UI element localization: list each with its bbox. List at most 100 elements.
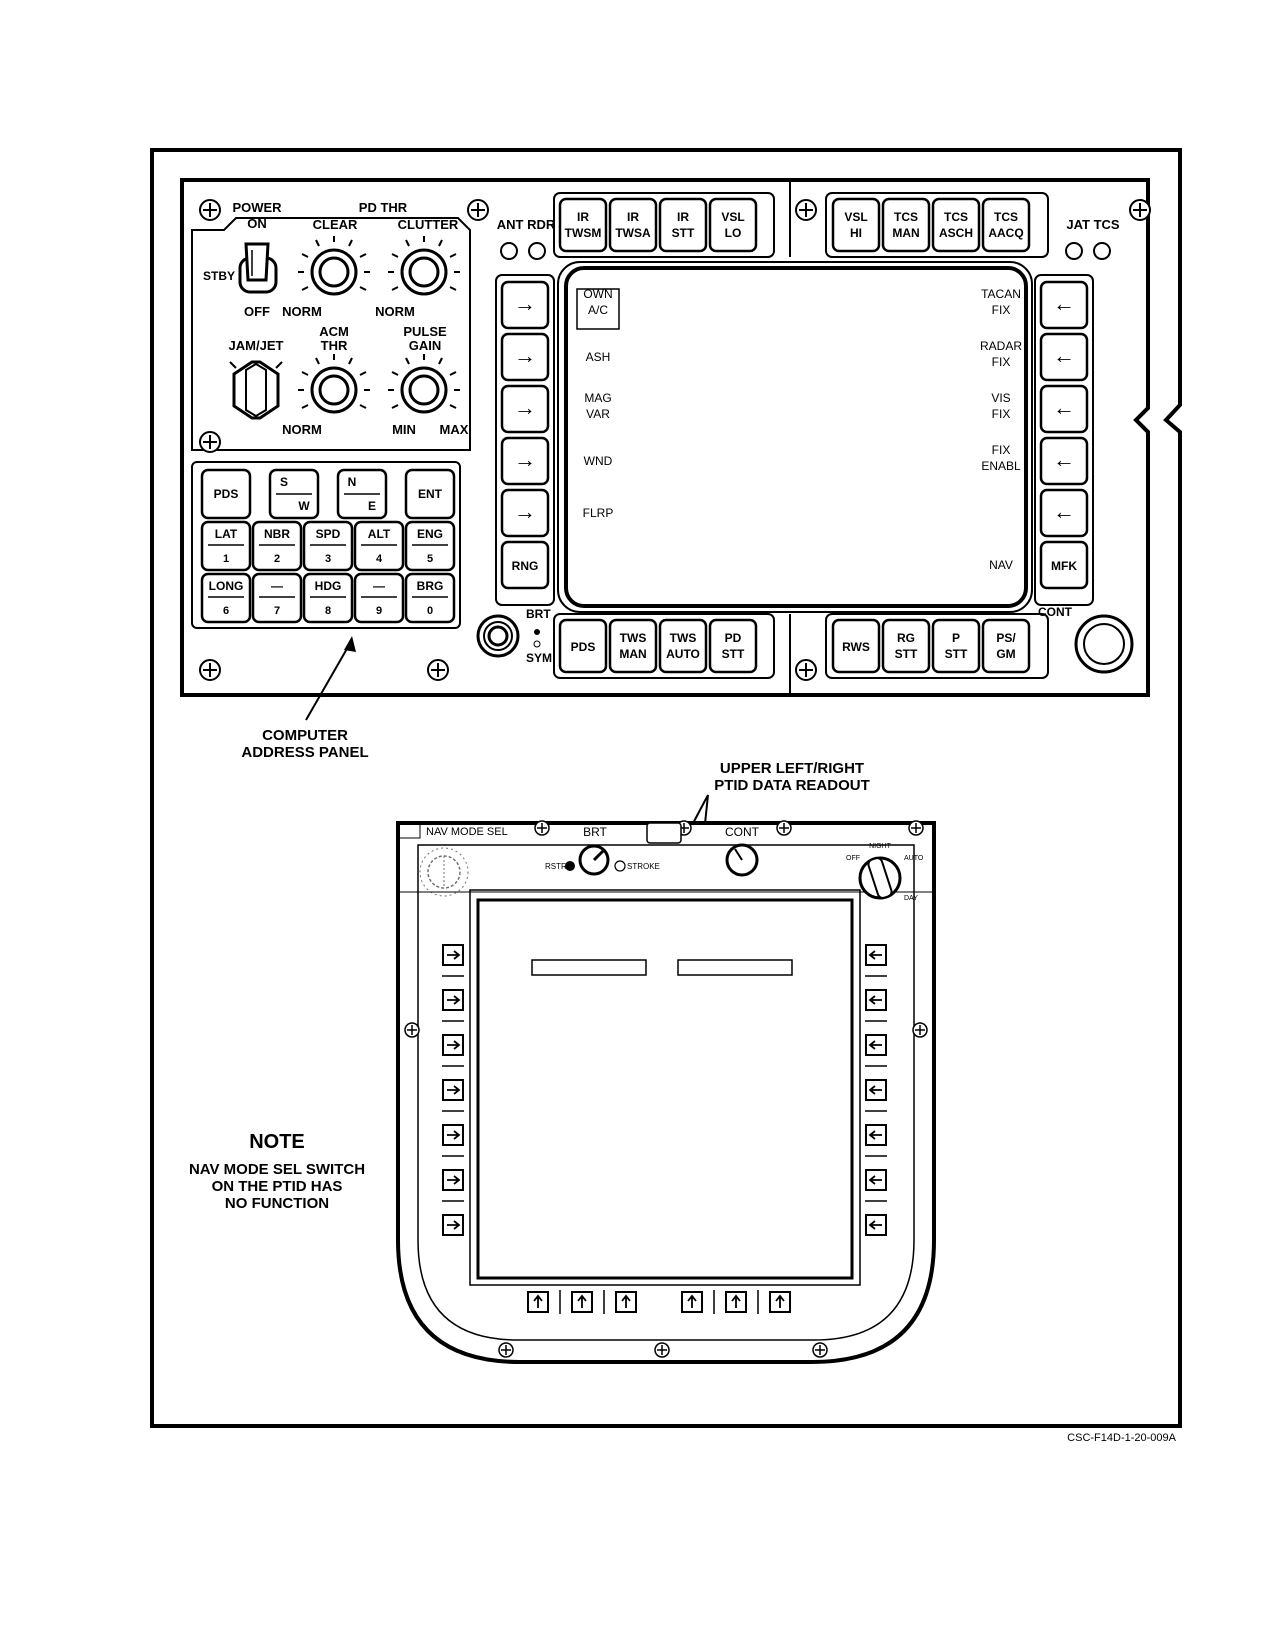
svg-text:8: 8	[325, 605, 331, 617]
brt-sym-knob[interactable]	[476, 614, 520, 658]
ptid-cont-knob[interactable]	[725, 843, 759, 877]
ptid-right-button-4[interactable]	[865, 1124, 887, 1146]
ptid-bottom-button-0[interactable]	[527, 1291, 549, 1313]
left-side-buttons-0[interactable]: →	[500, 280, 550, 330]
ptid-left-button-2[interactable]	[442, 1034, 464, 1056]
left-side-buttons-1[interactable]: →	[500, 332, 550, 382]
ptid-right-button-0[interactable]	[865, 944, 887, 966]
ptid-left-button-6[interactable]	[442, 1214, 464, 1236]
cont-knob[interactable]	[1074, 614, 1134, 674]
svg-text:TWS: TWS	[620, 631, 647, 645]
cap-key-3[interactable]: ENT	[404, 468, 456, 520]
ptid-bottom-button-2[interactable]	[615, 1291, 637, 1313]
ptid-left-button-0[interactable]	[442, 944, 464, 966]
svg-text:6: 6	[223, 605, 229, 617]
radar-display-screen	[564, 266, 1028, 608]
ptid-left-button-1[interactable]	[442, 989, 464, 1011]
jam-jet-selector[interactable]	[229, 360, 283, 420]
clutter-knob[interactable]	[388, 236, 460, 296]
power-on-label: ON	[247, 216, 267, 231]
left-side-buttons-5[interactable]: RNG	[500, 540, 550, 590]
bottom-buttons-right-3[interactable]: PS/GM	[981, 618, 1031, 674]
cap-key-12[interactable]: —9	[353, 572, 405, 624]
bottom-buttons-right-1[interactable]: RG STT	[881, 618, 931, 674]
acm-thr-knob[interactable]	[298, 354, 370, 414]
svg-text:ASCH: ASCH	[939, 226, 973, 240]
left-side-buttons-2[interactable]: →	[500, 384, 550, 434]
svg-text:IR: IR	[577, 210, 589, 224]
right-side-buttons-2[interactable]: ←	[1039, 384, 1089, 434]
bottom-buttons-left-1[interactable]: TWS MAN	[608, 618, 658, 674]
cap-key-2[interactable]: NE	[336, 468, 388, 520]
cap-key-10[interactable]: —7	[251, 572, 303, 624]
svg-text:ADDRESS PANEL: ADDRESS PANEL	[241, 744, 368, 761]
ptid-bottom-button-1[interactable]	[571, 1291, 593, 1313]
clear-knob[interactable]	[298, 236, 370, 296]
svg-text:MFK: MFK	[1051, 559, 1077, 573]
rstr-indicator	[565, 861, 575, 871]
cap-key-0[interactable]: PDS	[200, 468, 252, 520]
svg-text:MAG: MAG	[584, 391, 611, 405]
ptid-right-button-2[interactable]	[865, 1034, 887, 1056]
power-switch[interactable]: POWER ON STBY OFF	[203, 200, 282, 319]
right-side-buttons-1[interactable]: ←	[1039, 332, 1089, 382]
left-side-buttons-4[interactable]: →	[500, 488, 550, 538]
left-side-buttons-3[interactable]: →	[500, 436, 550, 486]
svg-text:MAN: MAN	[619, 647, 646, 661]
svg-text:LO: LO	[725, 226, 742, 240]
ptid-display-unit: NAV MODE SEL BRT RSTR STROKE CONT	[396, 820, 936, 1364]
svg-text:BRG: BRG	[417, 579, 444, 593]
ptid-bottom-button-4[interactable]	[725, 1291, 747, 1313]
pulse-gain-knob[interactable]	[388, 354, 460, 414]
svg-text:W: W	[298, 499, 310, 513]
right-side-buttons-4[interactable]: ←	[1039, 488, 1089, 538]
svg-text:3: 3	[325, 553, 331, 565]
svg-text:HI: HI	[850, 226, 862, 240]
off-label: OFF	[846, 855, 860, 862]
ptid-bottom-button-3[interactable]	[681, 1291, 703, 1313]
ptid-mode-selector[interactable]	[858, 856, 902, 900]
ptid-right-button-6[interactable]	[865, 1214, 887, 1236]
ptid-left-button-5[interactable]	[442, 1169, 464, 1191]
ptid-left-button-3[interactable]	[442, 1079, 464, 1101]
pulse-min-label: MIN	[392, 422, 416, 437]
rdr-indicator-light	[528, 242, 546, 260]
ptid-right-button-5[interactable]	[865, 1169, 887, 1191]
right-side-buttons-3[interactable]: ←	[1039, 436, 1089, 486]
nav-mode-sel-switch[interactable]	[419, 847, 469, 897]
ptid-right-button-3[interactable]	[865, 1079, 887, 1101]
radar-control-panel: POWER ON STBY OFF PD THR CLEAR CLUTTER	[180, 178, 1151, 697]
pulse-label: PULSE	[403, 324, 447, 339]
svg-text:RG: RG	[897, 631, 915, 645]
svg-text:STT: STT	[895, 647, 918, 661]
right-side-buttons-5[interactable]: MFK	[1039, 540, 1089, 590]
ptid-brt-knob[interactable]	[578, 844, 610, 876]
right-side-buttons-0[interactable]: ←	[1039, 280, 1089, 330]
bottom-buttons-right-0[interactable]: RWS	[831, 618, 881, 674]
bottom-buttons-left-0[interactable]: PDS	[558, 618, 608, 674]
ptid-bottom-button-5[interactable]	[769, 1291, 791, 1313]
computer-address-keys: PDS SW NE ENT LAT1NBR2SPD3ALT4ENG5LONG6—7HDG…	[200, 468, 456, 624]
ptid-right-button-1[interactable]	[865, 989, 887, 1011]
ptid-left-button-4[interactable]	[442, 1124, 464, 1146]
cap-key-1[interactable]: SW	[268, 468, 320, 520]
